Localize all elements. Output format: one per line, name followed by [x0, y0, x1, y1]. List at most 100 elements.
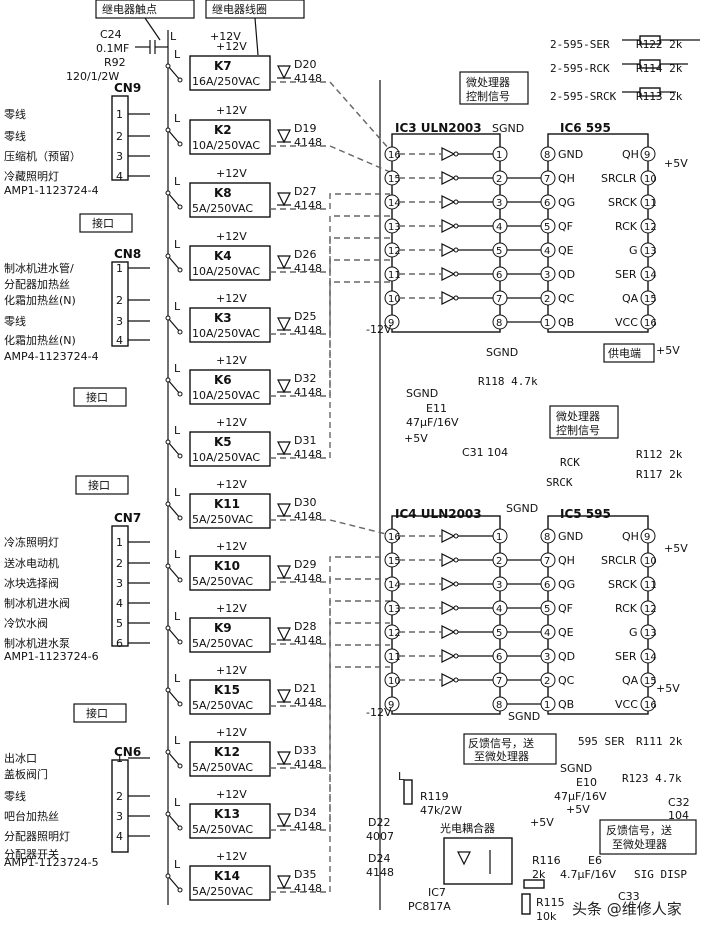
- relay-contact-node: [165, 811, 171, 817]
- ic4-buffer-bubble: [453, 581, 459, 587]
- ic5-right-pin: [640, 576, 656, 592]
- ic3-right-pin-number: 6: [496, 270, 502, 281]
- coupler-label: 光电耦合器: [440, 821, 495, 835]
- ic6-right-pin-number: 14: [644, 270, 657, 281]
- mid-rck: RCK: [560, 456, 580, 469]
- r116-body: [523, 879, 545, 889]
- connector-wire-label: 冷冻照明灯: [4, 535, 59, 549]
- ic3-left-pin-number: 12: [388, 246, 401, 257]
- connector-wire-label: 化霜加热丝(N): [4, 333, 76, 347]
- relay-diode-label: D31: [294, 434, 316, 447]
- ic5-right-pin-label: QA: [622, 674, 639, 687]
- relay-diode-symbol: [277, 875, 291, 890]
- ic6-left-pin-number: 2: [544, 294, 550, 305]
- callout-power-end-text: 供电端: [608, 346, 641, 360]
- ic5-left-pin-number: 3: [544, 652, 550, 663]
- relay-contact-l-label: L: [174, 734, 181, 747]
- relay-diode-symbol: [277, 192, 291, 207]
- relay-contact-switch: [167, 627, 181, 643]
- r118-label: R118 4.7k: [478, 375, 538, 388]
- ic6-right-pin-label: G: [629, 244, 638, 257]
- ic4-right-pin-number: 7: [496, 676, 502, 687]
- callout-feedback-2-line2: 至微处理器: [612, 837, 667, 851]
- relay-diode-value: 4148: [294, 386, 322, 399]
- relay-drive-path: [270, 193, 390, 210]
- relay-contact-l-label: L: [174, 362, 181, 375]
- ic3-left-pin-number: 9: [388, 318, 394, 329]
- relay-diode-label: D28: [294, 620, 316, 633]
- r116-value: 2k: [532, 868, 546, 881]
- ic7-label: IC7: [428, 886, 446, 899]
- callout-feedback-1-line2: 至微处理器: [474, 749, 529, 763]
- ic6-left-pin-number: 6: [544, 198, 550, 209]
- relay-diode-label: D27: [294, 185, 316, 198]
- ic4-buffer-bubble: [453, 605, 459, 611]
- relay-rating-label: 5A/250VAC: [192, 202, 253, 215]
- ic4-left-pin-number: 16: [388, 532, 401, 543]
- connector-pin-number: 4: [116, 170, 123, 183]
- relay-drive-path: [270, 281, 390, 459]
- callout-interface-2: [73, 387, 127, 407]
- relay-contact-node: [177, 391, 183, 397]
- connector-body: [111, 261, 129, 347]
- relay-diode-label: D29: [294, 558, 316, 571]
- relay-contact-node: [177, 825, 183, 831]
- connector-pin-number: 4: [116, 334, 123, 347]
- relay-12v-label: +12V: [216, 292, 247, 305]
- ic3-body: [391, 133, 501, 333]
- d24-value: 4148: [366, 866, 394, 879]
- callout-mcu-signal-1-line2: 控制信号: [466, 89, 510, 103]
- relay-contact-node: [177, 267, 183, 273]
- ic3-buffer-bubble: [453, 151, 459, 157]
- callout-interface-1-text: 接口: [92, 217, 114, 230]
- ic5-plus5: +5V: [664, 542, 688, 555]
- ic6-right-pin-number: 12: [644, 222, 657, 233]
- relay-diode-label: D19: [294, 122, 316, 135]
- callout-mcu-signal-1: [459, 71, 529, 105]
- ic4-buffer-bubble: [453, 533, 459, 539]
- optocoupler-led: [457, 851, 471, 866]
- ic3-buffer-bubble: [453, 199, 459, 205]
- callout-feedback-1: [463, 733, 557, 765]
- optocoupler-body: [443, 837, 513, 885]
- relay-diode-value: 4148: [294, 696, 322, 709]
- ic3-buffer-bubble: [453, 247, 459, 253]
- ic6-title: IC6 595: [560, 121, 611, 135]
- ic5-title: IC5 595: [560, 507, 611, 521]
- r119-value: 47k/2W: [420, 804, 462, 817]
- ic6-right-pin: [640, 314, 656, 330]
- relay-diode-symbol: [277, 627, 291, 642]
- connector-pin-number: 2: [116, 557, 123, 570]
- ic6-left-pin-label: GND: [558, 148, 583, 161]
- ic6-right-pin-label: SER: [615, 268, 637, 281]
- connector-part-number: AMP4-1123724-4: [4, 350, 99, 363]
- relay-diode-value: 4148: [294, 572, 322, 585]
- ic3-left-pin-number: 16: [388, 150, 401, 161]
- relay-contact-node: [165, 127, 171, 133]
- callout-mcu-signal-1-line1: 微处理器: [466, 75, 510, 89]
- relay-contact-l-label: L: [174, 48, 181, 61]
- callout-feedback-1-line1: 反馈信号，送: [468, 736, 534, 750]
- connector-body: [111, 525, 129, 647]
- relay-coil-box: [189, 555, 271, 591]
- relay-id-label: K10: [214, 559, 240, 573]
- ic4-title: IC4 ULN2003: [395, 507, 482, 521]
- ic5-right-pin: [640, 552, 656, 568]
- connector-pin-number: 4: [116, 597, 123, 610]
- relay-12v-label: +12V: [216, 416, 247, 429]
- relay-diode-symbol: [277, 379, 291, 394]
- connector-part-number: AMP1-1123724-5: [4, 856, 99, 869]
- c33-label: C33: [618, 890, 640, 903]
- connector-wire-label: 零线: [4, 107, 26, 121]
- ic4-sgnd-bottom: SGND: [508, 710, 540, 723]
- relay-rating-label: 10A/250VAC: [192, 327, 260, 340]
- c32-value: 104: [668, 809, 689, 822]
- ic3-left-pin-number: 14: [388, 198, 401, 209]
- callout-interface-2-text: 接口: [86, 391, 108, 404]
- relay-contact-l-label: L: [174, 175, 181, 188]
- ic6-left-pin-label: QD: [558, 268, 575, 281]
- relay-diode-symbol: [277, 441, 291, 456]
- ic6-left-pin-number: 4: [544, 246, 550, 257]
- relay-rating-label: 5A/250VAC: [192, 637, 253, 650]
